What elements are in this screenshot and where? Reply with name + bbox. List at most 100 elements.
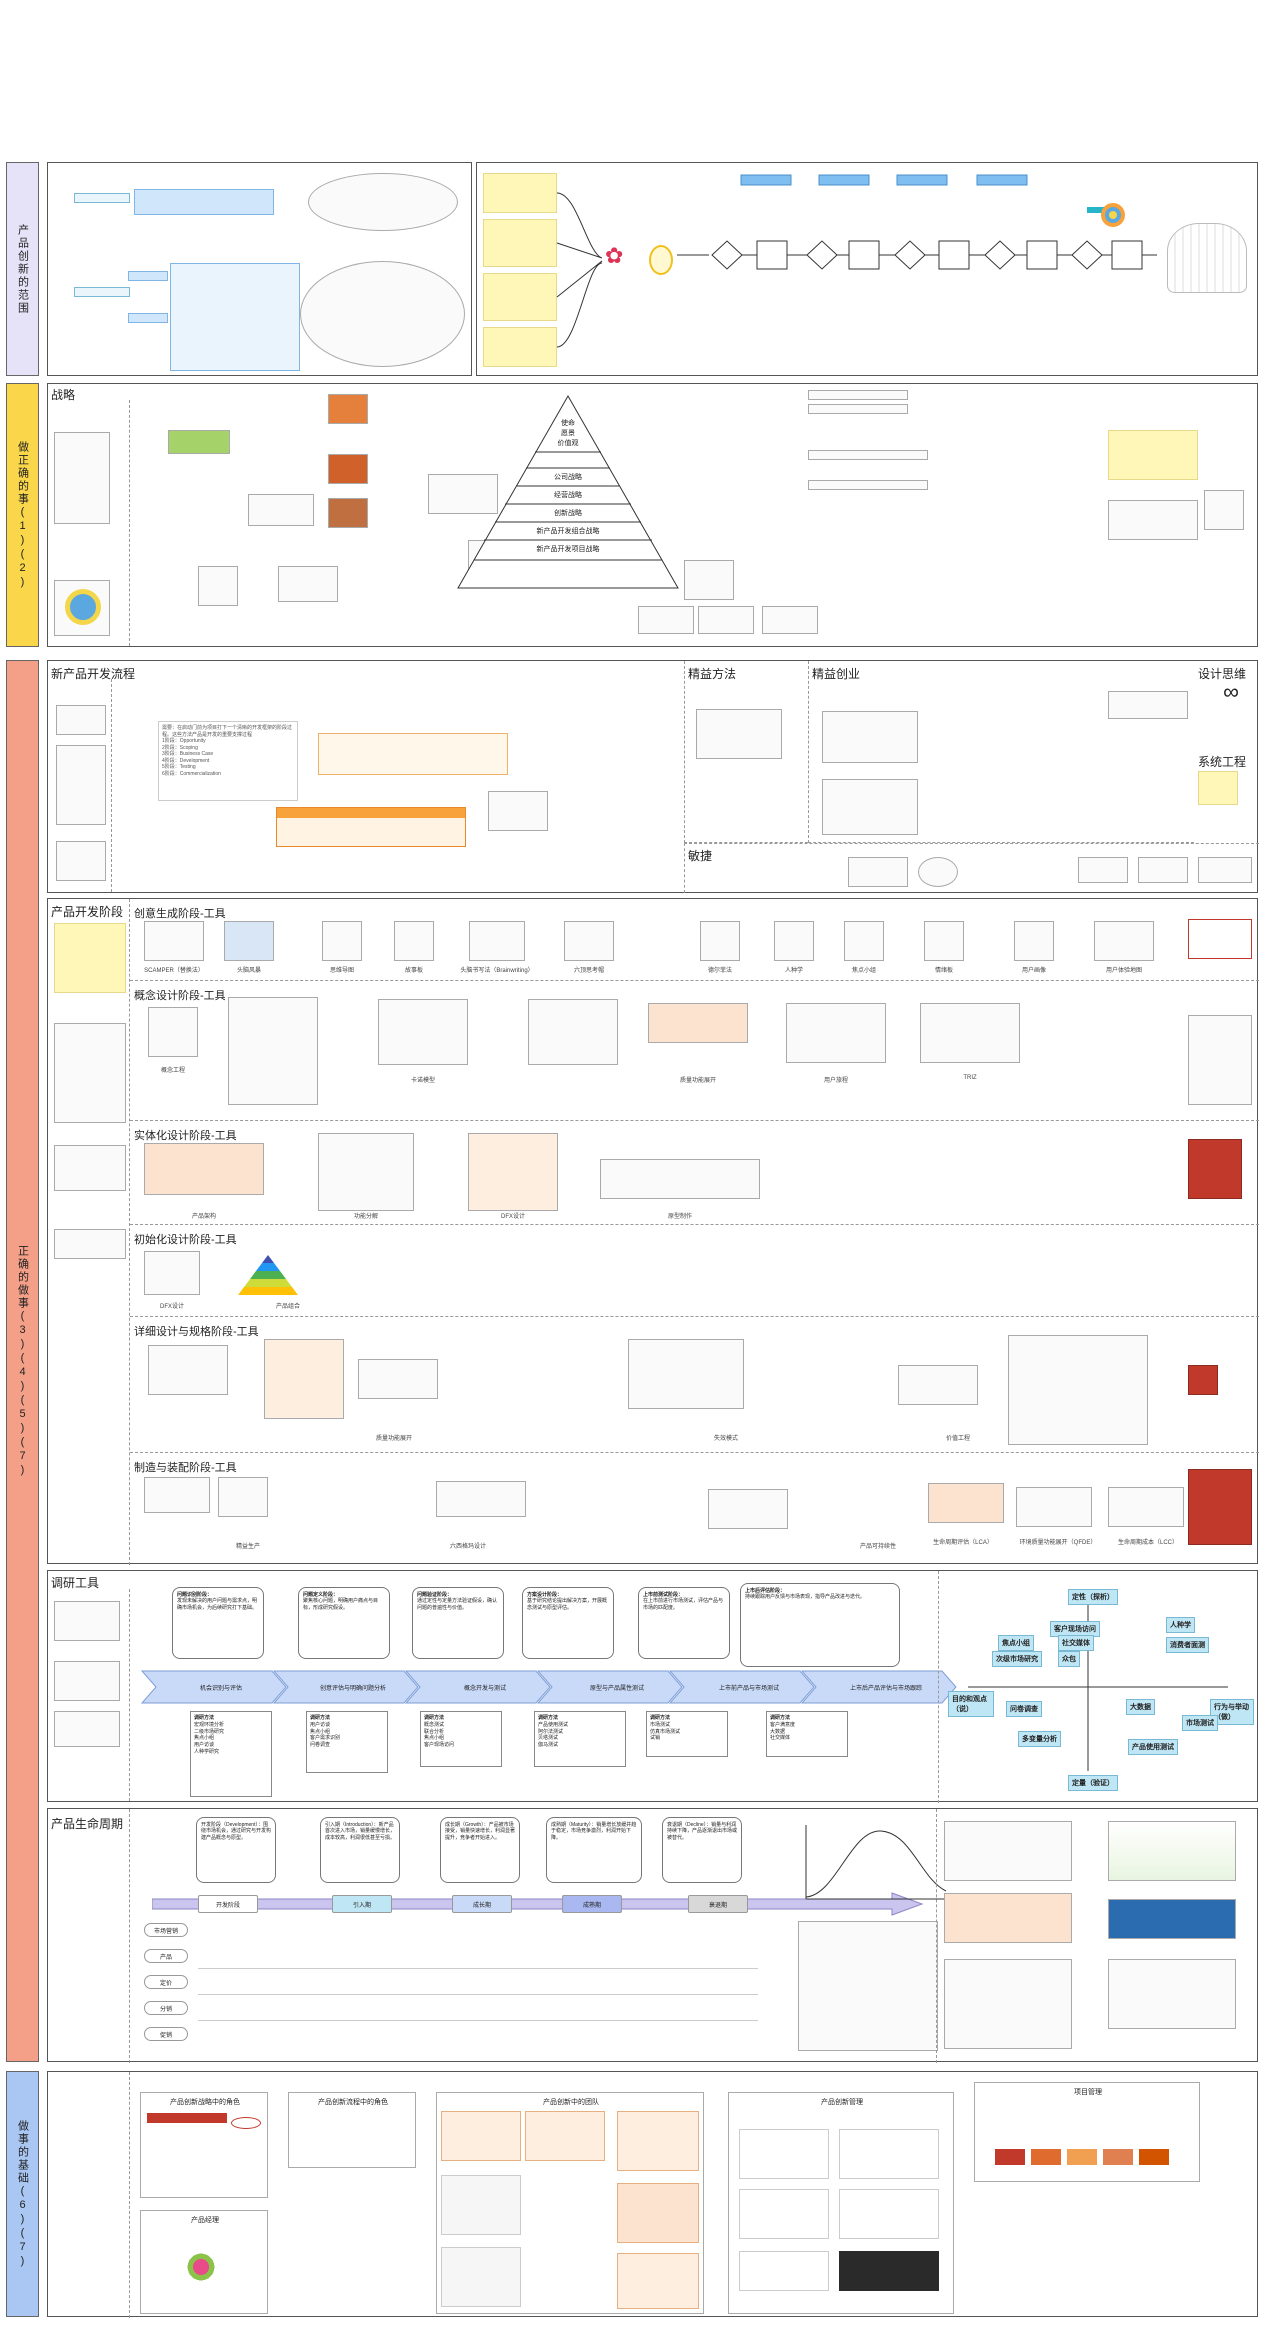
- idea-cap-2: 头脑风暴: [236, 968, 261, 974]
- research-tools-5: 调研方法 市场测试 仿真市场测试 试销: [646, 1711, 728, 1757]
- lean-startup-img-2: [822, 779, 918, 835]
- concept-cap-2: 卡诺模型: [410, 1078, 435, 1084]
- agile-img-2: [918, 857, 958, 887]
- pyramid-level-project: 新产品开发项目战略: [536, 546, 600, 553]
- lifecycle-table: [798, 1921, 938, 2051]
- strategy-sidebar: [48, 400, 130, 646]
- embody-cap-2: 功能分解: [353, 1214, 378, 1220]
- npd-panel: 新产品开发流程 需要：在启动门前为项目打下一个清晰的开发框架的阶段过程。这些方法…: [47, 660, 1259, 893]
- idea-thumb-4: [394, 921, 434, 961]
- strategy-right-box-4: [808, 480, 928, 490]
- concept-thumb-5: [786, 1003, 886, 1063]
- strategy-pyramid-svg: [457, 394, 679, 589]
- embody-thumb-2: [318, 1133, 414, 1211]
- research-stage-2: 创意评估与明确问题分析: [319, 1685, 386, 1692]
- lifecycle-curve-svg: [805, 1825, 947, 1900]
- mgmt-card-title: 产品创新管理: [821, 2099, 863, 2106]
- team-card-img-5: [617, 2183, 699, 2243]
- idea-tree-icon: ✿: [605, 243, 624, 268]
- lifecycle-title: 产品生命周期: [51, 1817, 124, 1831]
- scope-left-box-1: [134, 189, 274, 215]
- dev-phases-panel: 产品开发阶段 创意生成阶段-工具 SCAMPER（替换法） 头脑风暴 思维导图 …: [47, 898, 1259, 1565]
- scope-left-node-1: [74, 193, 130, 203]
- research-tools-6-head: 调研方法: [770, 1715, 791, 1721]
- lean-method-title: 精益方法: [688, 667, 737, 681]
- scope-band-label: 产品创新的范围: [6, 162, 39, 376]
- lifecycle-bubble-5: 衰退期（Decline）：销量与利润持续下降，产品逐渐退出市场或被替代。: [662, 1817, 742, 1883]
- research-quadrant: [938, 1571, 1259, 1803]
- research-tools-4: 调研方法 产品使用测试 阿尔法测试 贝塔测试 伽马测试: [534, 1711, 626, 1767]
- design-thinking-title: 设计思维: [1198, 667, 1247, 681]
- idea-thumb-7: [700, 921, 740, 961]
- research-bubble-1-body: 发现未解决的用户问题与需求点，明确市场机会，为后续研究打下基础。: [177, 1598, 258, 1611]
- target-icon: [65, 589, 101, 625]
- lean-method-img: [696, 709, 782, 759]
- scope-left-list: [170, 263, 300, 371]
- lightbulb-icon: [649, 245, 673, 275]
- research-tools-1-head: 调研方法: [194, 1715, 215, 1721]
- research-chevron-svg: [140, 1670, 957, 1704]
- init-title: 初始化设计阶段-工具: [134, 1234, 237, 1246]
- agile-title: 敏捷: [688, 849, 713, 863]
- right-things-band-text: 做正确的事(1)(2): [16, 440, 29, 590]
- lifecycle-right-chart-4: [1108, 1899, 1236, 1939]
- concept-thumb-7: [1188, 1015, 1252, 1105]
- mfg-thumb-1: [144, 1477, 210, 1513]
- mgmt-card-img-5: [739, 2251, 829, 2291]
- strategy-right-box-2: [808, 404, 908, 414]
- idea-thumb-11: [1014, 921, 1054, 961]
- init-cap-2: 产品组合: [275, 1304, 300, 1310]
- pm-card-block-2: [1031, 2149, 1061, 2165]
- npd-stage-2: 2阶段：Scoping: [162, 744, 198, 751]
- quad-item-focus-group: 焦点小组: [998, 1635, 1034, 1651]
- dev-phases-sidebar-note: [54, 923, 126, 993]
- lifecycle-stage-intro: 引入期: [332, 1895, 392, 1913]
- strategy-img-1: [168, 430, 230, 454]
- roles-card-title: 产品创新战略中的角色: [170, 2099, 240, 2106]
- mgmt-card-img-1: [739, 2129, 829, 2179]
- research-tools-6: 调研方法 客户满意度 大数据 社交媒体: [766, 1711, 848, 1757]
- dev-phases-sidebar-doc-1: [54, 1023, 126, 1123]
- lifecycle-bubble-4: 成熟期（Maturity）：销量增长放缓并趋于稳定，市场竞争激烈，利润开始下降。: [546, 1817, 642, 1883]
- embody-cap-3: DFX设计: [500, 1214, 525, 1220]
- research-tools-6-c: 社交媒体: [770, 1735, 791, 1742]
- npd-right-box: [488, 791, 548, 831]
- detail-title: 详细设计与规格阶段-工具: [134, 1326, 259, 1338]
- idea-cap-10: 情绪板: [934, 968, 953, 974]
- pyramid-level-values: 价值观: [557, 440, 579, 447]
- roles-card-banner: [147, 2113, 227, 2123]
- detail-cap-1: 质量功能展开: [375, 1436, 412, 1442]
- dev-phases-sidebar: [48, 899, 130, 1565]
- research-bubble-6-body: 持续跟踪用户反馈与市场表现，指导产品改进与迭代。: [745, 1594, 866, 1601]
- scope-left-ellipse-1: [308, 173, 458, 231]
- dev-phases-sidebar-doc-2: [54, 1145, 126, 1191]
- lean-startup-img-1: [822, 711, 918, 763]
- roles2-card: 产品创新流程中的角色: [288, 2092, 416, 2168]
- quad-item-usage-test: 产品使用测试: [1128, 1739, 1178, 1755]
- mgmt-card-img-2: [839, 2129, 939, 2179]
- idea-cap-11: 用户画像: [1021, 968, 1046, 974]
- idea-thumb-6: [564, 921, 614, 961]
- lean-startup-img-3: [1108, 691, 1188, 719]
- lifecycle-right-chart-1: [944, 1821, 1072, 1881]
- roles2-card-title: 产品创新流程中的角色: [318, 2099, 388, 2106]
- team-card-img-4: [617, 2111, 699, 2171]
- idea-thumb-12: [1094, 921, 1154, 961]
- mfg-cap-6: 生命周期成本（LCC）: [1117, 1540, 1178, 1546]
- pyramid-level-corporate: 公司战略: [554, 474, 582, 481]
- quad-item-market-test: 市场测试: [1182, 1715, 1218, 1731]
- do-right-band-label: 正确的做事(3)(4)(5)(7): [6, 660, 39, 2062]
- scope-band-text: 产品创新的范围: [16, 223, 29, 315]
- research-tools-3-head: 调研方法: [424, 1715, 445, 1721]
- research-bubble-4-body: 基于研究结论提出解决方案，开展概念测试与原型评估。: [527, 1598, 608, 1611]
- npd-orange-bar: [276, 807, 466, 847]
- strategy-title: 战略: [51, 388, 76, 402]
- agile-img-3: [1078, 857, 1128, 883]
- mfg-title: 制造与装配阶段-工具: [134, 1462, 237, 1474]
- mfg-cap-4: 生命周期评估（LCA）: [933, 1540, 993, 1546]
- team-card-img-7: [617, 2253, 699, 2309]
- detail-thumb-2: [264, 1339, 344, 1419]
- idea-cap-8: 人种学: [784, 968, 803, 974]
- pyramid-level-vision: 愿景: [561, 430, 575, 437]
- idea-cap-5: 头脑书写法（Brainwriting）: [460, 968, 534, 974]
